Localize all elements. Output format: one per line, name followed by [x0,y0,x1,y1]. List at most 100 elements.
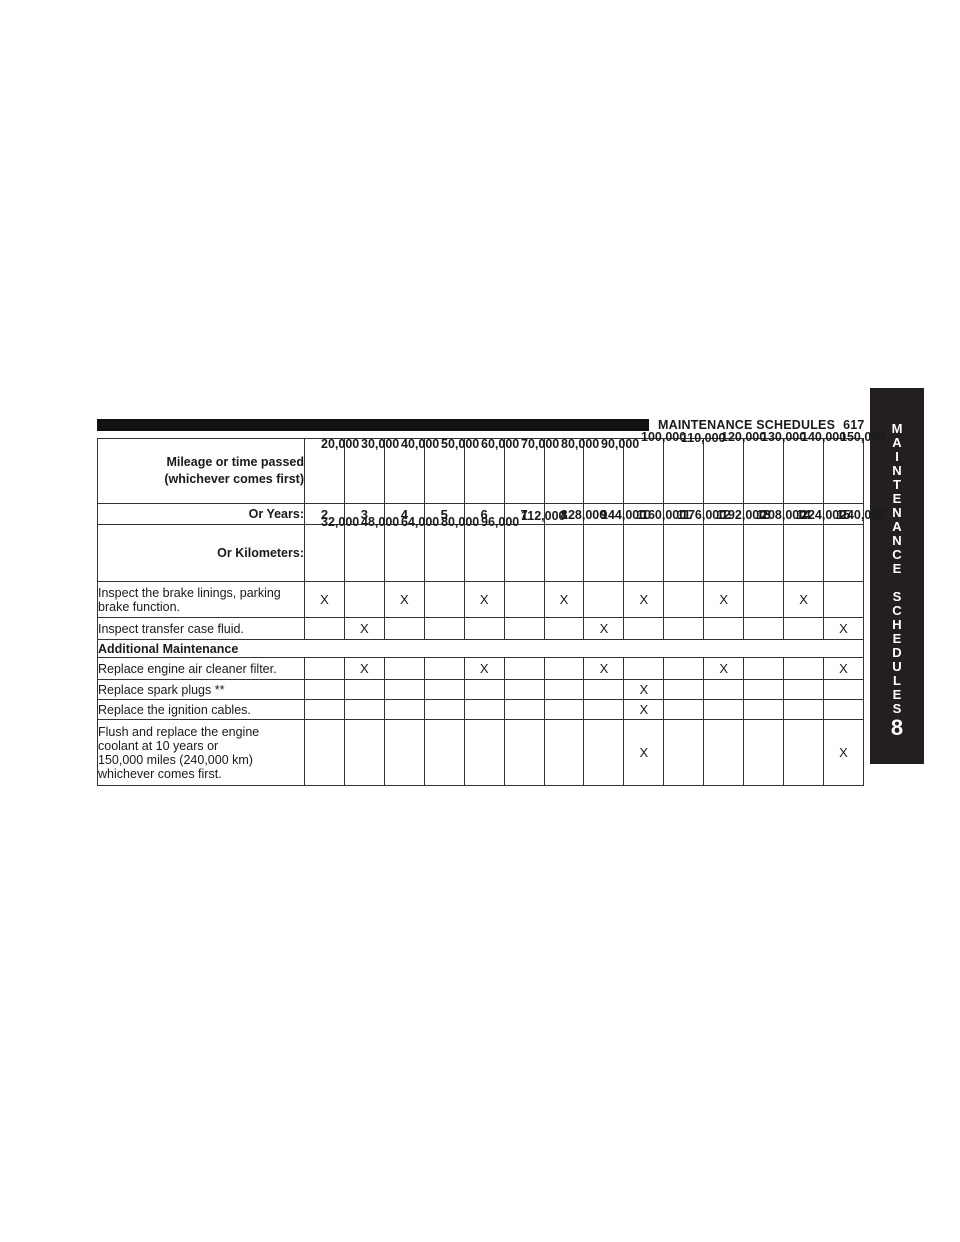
empty-cell [663,617,705,640]
empty-cell [783,657,824,680]
kilometers-value-wrap: 96,000 [465,515,519,581]
empty-cell [822,679,865,700]
chapter-tab-letter: A [892,519,902,534]
table-row: Replace spark plugs **X [97,679,865,700]
service-item: Replace the ignition cables. [97,699,305,720]
empty-cell [783,679,824,700]
empty-cell [423,679,465,700]
empty-cell [304,679,345,700]
service-item: Replace spark plugs ** [97,679,305,700]
service-mark: X [623,719,665,786]
chapter-tab-letter: A [892,435,902,450]
service-mark: X [822,657,865,680]
empty-cell [304,617,345,640]
mileage-label: Mileage or time passed(whichever comes f… [97,438,305,504]
mileage-value-wrap: 40,000 [385,437,439,503]
empty-cell [743,657,785,680]
kilometers-value-wrap: 144,000 [584,508,646,581]
service-item-line: 150,000 miles (240,000 km) [98,752,253,767]
mileage-row: Mileage or time passed(whichever comes f… [97,430,886,504]
kilometers-header-cell: 144,000 [583,508,646,582]
kilometers-value-wrap: 160,000 [624,508,686,581]
service-item-line: brake function. [98,599,180,614]
mileage-value-wrap: 80,000 [545,437,599,503]
kilometers-header-cell: 208,000 [743,508,806,582]
kilometers-value-wrap: 32,000 [305,515,359,581]
chapter-number: 8 [890,715,904,740]
kilometers-header-cell: 192,000 [703,508,766,582]
kilometers-value-wrap: 192,000 [704,508,766,581]
empty-cell [663,679,705,700]
service-mark: X [463,581,505,618]
empty-cell [663,657,705,680]
mileage-value: 150,000 [840,429,886,444]
empty-cell [503,719,545,786]
empty-cell [783,699,824,720]
chapter-tab-letter: I [895,449,899,464]
mileage-value-wrap: 70,000 [505,437,559,503]
kilometers-header-cell: 96,000 [463,515,519,582]
service-mark: X [463,657,505,680]
empty-cell [503,657,545,680]
service-mark: X [822,719,865,786]
kilometers-header-cell: 64,000 [383,515,440,582]
section-heading: Additional Maintenance [97,639,864,658]
chapter-tab-letter: L [893,673,901,688]
empty-cell [304,657,345,680]
empty-cell [783,719,824,786]
kilometers-value-wrap: 224,000 [784,508,846,581]
kilometers-header-cell: 32,000 [304,515,360,582]
service-mark: X [383,581,425,618]
mileage-header-cell: 110,000 [663,431,726,504]
empty-cell [463,679,505,700]
empty-cell [543,617,585,640]
empty-cell [383,657,425,680]
mileage-header-cell: 140,000 [783,430,846,504]
kilometers-value-wrap: 64,000 [385,515,439,581]
service-item-line: Replace engine air cleaner filter. [98,661,277,676]
empty-cell [703,719,745,786]
mileage-header-cell: 90,000 [583,437,639,504]
empty-cell [304,699,345,720]
mileage-value-wrap: 130,000 [744,430,806,503]
mileage-header-cell: 70,000 [503,437,559,504]
empty-cell [703,699,745,720]
service-item-line: Replace spark plugs ** [98,682,225,697]
chapter-tab-letter: N [892,463,902,478]
empty-cell [463,617,505,640]
service-mark: X [583,617,625,640]
service-item-line: whichever comes first. [98,766,222,781]
maintenance-schedule-table: Mileage or time passed(whichever comes f… [97,430,886,786]
empty-cell [822,581,865,618]
service-item-line: Flush and replace the engine [98,724,260,739]
mileage-label-line2: (whichever comes first) [164,472,304,486]
empty-cell [743,699,785,720]
kilometers-header-cell: 112,000 [503,509,566,582]
kilometers-value-wrap: 48,000 [345,515,399,581]
kilometers-header-cell: 224,000 [783,508,846,582]
chapter-tab-letter: C [892,603,902,618]
empty-cell [743,719,785,786]
chapter-tab-letter: H [892,617,902,632]
chapter-tab-letter: E [892,491,902,506]
empty-cell [423,657,465,680]
mileage-header-cell: 80,000 [543,437,599,504]
running-header: MAINTENANCE SCHEDULES 617 [658,418,865,434]
kilometers-value-wrap: 128,000 [545,508,606,581]
chapter-tab-letter: D [892,645,902,660]
mileage-value-wrap: 30,000 [345,437,399,503]
page-number: 617 [843,418,865,432]
mileage-header-cell: 40,000 [383,437,440,504]
mileage-value-wrap: 110,000 [664,431,726,503]
empty-cell [463,719,505,786]
mileage-header-cell: 50,000 [423,437,479,504]
chapter-tab-letter: T [893,477,901,492]
service-item: Replace engine air cleaner filter. [97,657,305,680]
year-value: 15 [822,503,865,525]
section-title: MAINTENANCE SCHEDULES [658,418,836,432]
kilometers-header-cell: 48,000 [343,515,400,582]
